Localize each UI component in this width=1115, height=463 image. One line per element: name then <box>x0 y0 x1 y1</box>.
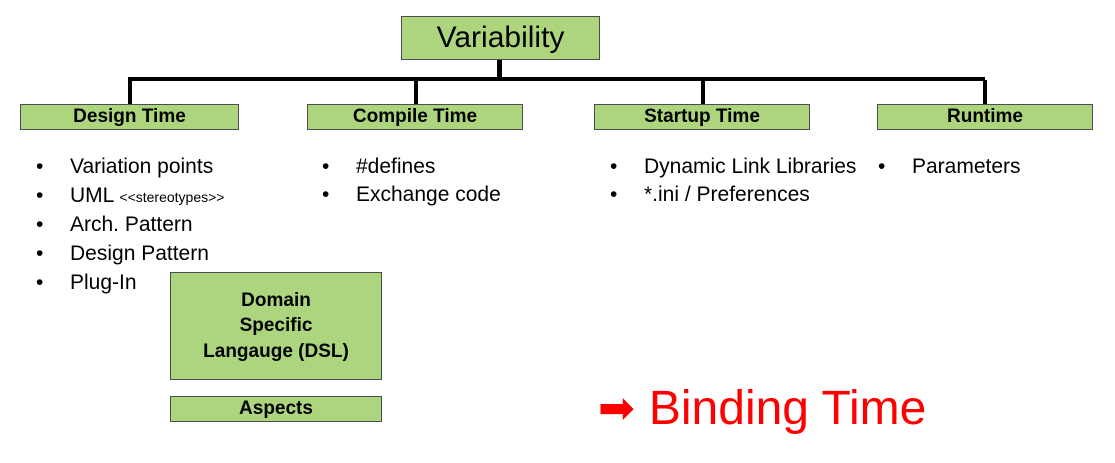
box-aspects: Aspects <box>170 396 382 422</box>
list-item-text: Variation points <box>70 155 214 178</box>
category-node-runtime: Runtime <box>877 104 1093 130</box>
bullet-icon: • <box>322 155 330 178</box>
dsl-line-3: Langauge (DSL) <box>203 340 349 362</box>
connector-trunk-horizontal <box>128 77 985 81</box>
category-label-compile-time: Compile Time <box>352 106 478 128</box>
bullet-icon: • <box>36 213 44 236</box>
category-label-design-time: Design Time <box>73 106 186 128</box>
category-node-design-time: Design Time <box>20 104 239 130</box>
right-arrow-icon: ➡ <box>598 383 635 434</box>
bullet-icon: • <box>36 155 44 178</box>
bullet-list-compile-time: • #defines • Exchange code <box>322 153 572 209</box>
list-item-text: Exchange code <box>356 183 501 206</box>
list-item-text: Plug-In <box>70 271 137 294</box>
bullet-icon: • <box>610 183 618 206</box>
list-item-text: UML <<stereotypes>> <box>70 184 225 207</box>
list-item: • UML <<stereotypes>> <box>36 182 306 211</box>
binding-time-callout: ➡ Binding Time <box>598 385 926 433</box>
list-item: • Arch. Pattern <box>36 211 306 240</box>
bullet-icon: • <box>878 155 886 178</box>
list-item: • *.ini / Preferences <box>610 181 858 209</box>
list-item: • Exchange code <box>322 181 572 209</box>
list-item-suffix: <<stereotypes>> <box>119 189 225 205</box>
box-domain-specific-language: Domain Specific Langauge (DSL) <box>170 272 382 380</box>
list-item: • Variation points <box>36 153 306 182</box>
root-node-variability: Variability <box>401 16 600 60</box>
dsl-line-1: Domain <box>241 290 311 312</box>
connector-drop-compile-time <box>414 80 418 105</box>
bullet-icon: • <box>36 184 44 207</box>
list-item-text: Parameters <box>912 155 1021 178</box>
list-item: • Dynamic Link Libraries <box>610 153 858 181</box>
list-item: • Plug-In <box>36 269 306 298</box>
connector-trunk-vertical <box>497 60 502 80</box>
bullet-list-runtime: • Parameters <box>878 153 1098 181</box>
bullet-icon: • <box>322 183 330 206</box>
bullet-list-startup-time: • Dynamic Link Libraries • *.ini / Prefe… <box>610 153 858 209</box>
connector-drop-design-time <box>128 80 132 105</box>
bullet-icon: • <box>36 242 44 265</box>
bullet-icon: • <box>36 271 44 294</box>
list-item-text: Design Pattern <box>70 242 209 265</box>
root-node-label: Variability <box>436 21 565 55</box>
list-item: • #defines <box>322 153 572 181</box>
binding-time-label: Binding Time <box>648 382 927 435</box>
list-item-text: Dynamic Link Libraries <box>644 155 857 178</box>
list-item-text: #defines <box>356 155 436 178</box>
list-item: • Design Pattern <box>36 240 306 269</box>
category-node-startup-time: Startup Time <box>594 104 810 130</box>
list-item: • Parameters <box>878 153 1098 181</box>
bullet-icon: • <box>610 155 618 178</box>
aspects-label: Aspects <box>239 398 313 420</box>
dsl-line-2: Specific <box>239 315 313 337</box>
bullet-list-design-time: • Variation points • UML <<stereotypes>>… <box>36 153 306 298</box>
category-label-runtime: Runtime <box>947 106 1023 128</box>
category-label-startup-time: Startup Time <box>644 106 760 128</box>
connector-drop-runtime <box>983 80 987 105</box>
category-node-compile-time: Compile Time <box>307 104 523 130</box>
connector-drop-startup-time <box>701 80 705 105</box>
list-item-text: *.ini / Preferences <box>644 183 810 206</box>
list-item-text: Arch. Pattern <box>70 213 193 236</box>
